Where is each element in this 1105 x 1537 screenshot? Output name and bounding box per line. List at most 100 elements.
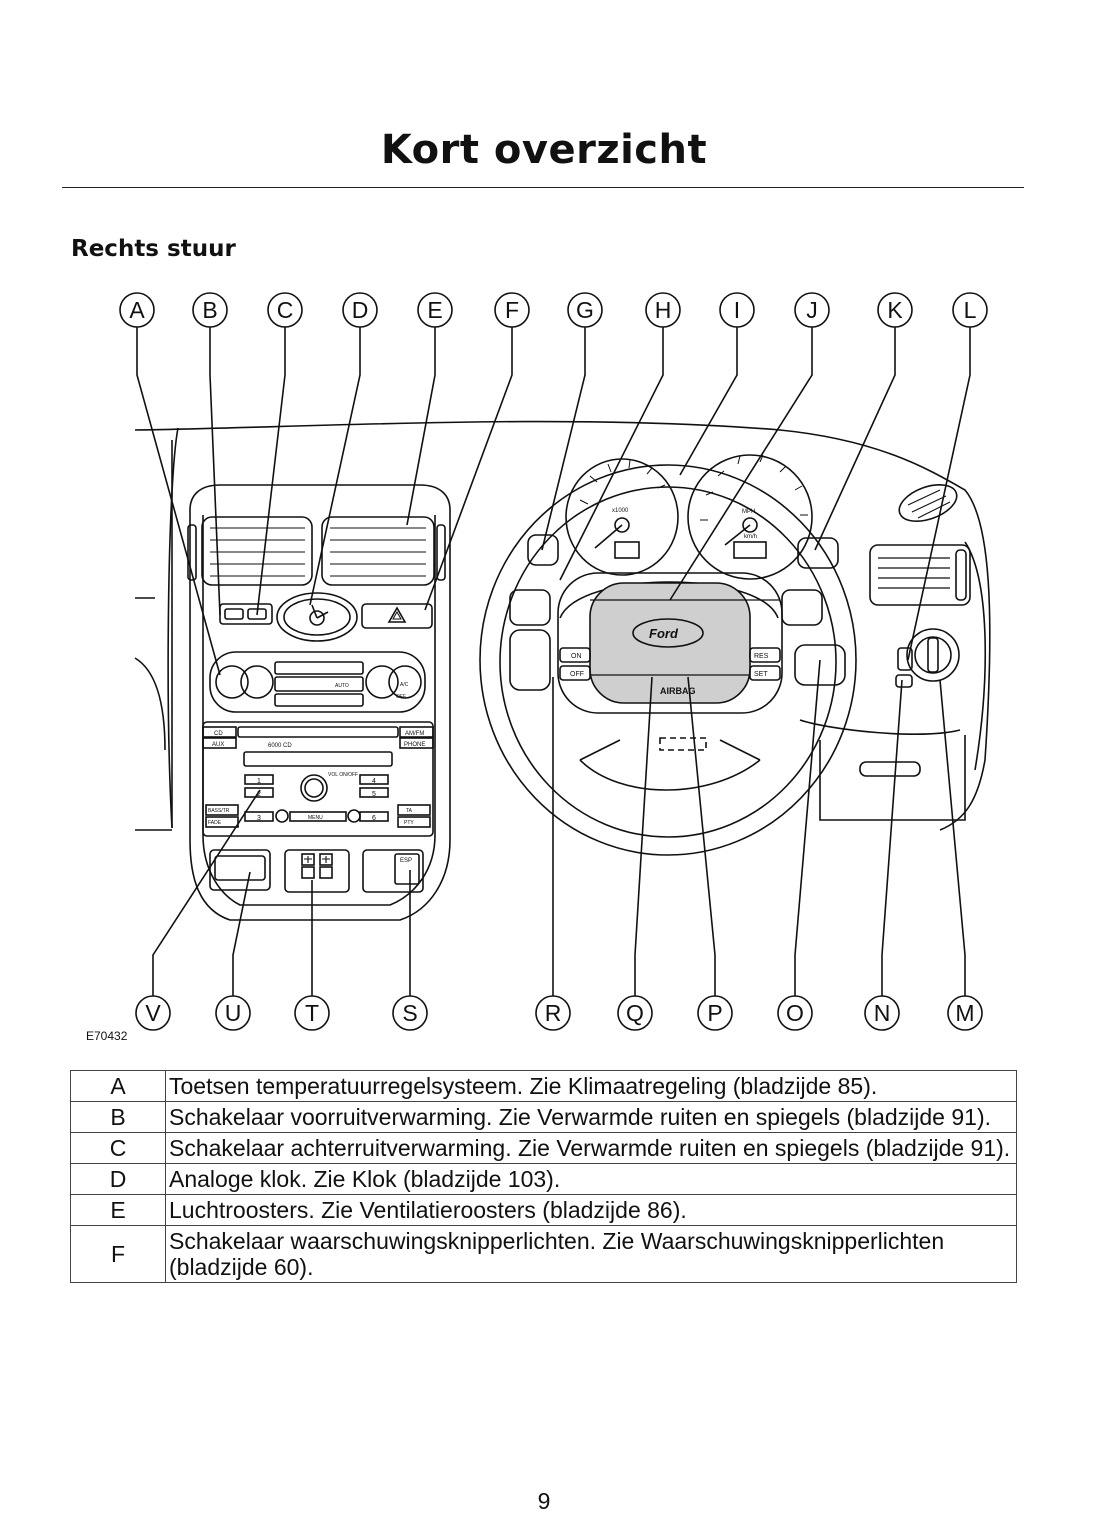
- callout-v: V: [145, 1000, 161, 1026]
- legend-row: C Schakelaar achterruitverwarming. Zie V…: [70, 1132, 1017, 1164]
- radio-aux-label: AUX: [212, 742, 224, 748]
- radio-pty-label: PTY: [404, 820, 414, 826]
- radio-unit[interactable]: CD AUX AM/FM PHONE 6000 CD VOL ON/OFF 1 …: [202, 721, 434, 837]
- leader-lines: [136, 327, 971, 1000]
- callout-a: A: [129, 297, 145, 323]
- page-title: Kort overzicht: [380, 127, 708, 173]
- callouts-bottom: V U T S R Q P O N M: [135, 995, 983, 1031]
- radio-model-label: 6000 CD: [268, 743, 292, 749]
- seat-heater-switches[interactable]: [284, 849, 350, 893]
- callout-m: M: [955, 1000, 974, 1026]
- preset-5[interactable]: 5: [372, 791, 376, 798]
- section-title: Rechts stuur: [71, 236, 236, 262]
- climate-off-label: OFF: [396, 694, 406, 700]
- callout-o: O: [786, 1000, 804, 1026]
- legend-key: F: [70, 1225, 166, 1283]
- cruise-off-label: OFF: [570, 671, 584, 678]
- legend-text: Schakelaar waarschuwingsknipperlichten. …: [165, 1225, 1017, 1283]
- callout-c: C: [277, 297, 294, 323]
- cruise-set-button[interactable]: [749, 665, 781, 681]
- preset-2[interactable]: 2: [257, 791, 261, 798]
- climate-auto-label: AUTO: [335, 683, 349, 689]
- legend-key: C: [70, 1132, 166, 1164]
- cruise-res-label: RES: [754, 653, 769, 660]
- legend-text: Analoge klok. Zie Klok (bladzijde 103).: [165, 1163, 1017, 1195]
- callout-d: D: [352, 297, 369, 323]
- esp-label: ESP: [400, 858, 412, 864]
- tachometer-unit: x1000: [612, 508, 629, 514]
- air-vents[interactable]: [187, 516, 446, 586]
- callouts-top: A B C D E F G H I J K L: [119, 292, 988, 328]
- headlamp-level-wheel[interactable]: [897, 647, 913, 671]
- callout-p: P: [707, 1000, 722, 1026]
- legend-key: E: [70, 1194, 166, 1226]
- preset-4[interactable]: 4: [372, 778, 376, 785]
- legend-row: D Analoge klok. Zie Klok (bladzijde 103)…: [70, 1163, 1017, 1195]
- dashboard-diagram: AUTO A/C OFF CD AUX AM/FM PHONE 6000 CD …: [60, 280, 1050, 1050]
- legend-row: B Schakelaar voorruitverwarming. Zie Ver…: [70, 1101, 1017, 1133]
- callout-r: R: [545, 1000, 562, 1026]
- callout-b: B: [202, 297, 217, 323]
- callout-j: J: [806, 297, 818, 323]
- legend-row: A Toetsen temperatuurregelsysteem. Zie K…: [70, 1070, 1017, 1102]
- callout-t: T: [305, 1000, 319, 1026]
- climate-ac-label: A/C: [400, 682, 409, 688]
- radio-ta-label: TA: [406, 808, 413, 814]
- callout-i: I: [734, 297, 740, 323]
- ford-logo: Ford: [649, 626, 679, 641]
- radio-bass-label: BASS/TR: [208, 808, 230, 814]
- callout-e: E: [427, 297, 442, 323]
- windscreen-heater-icon[interactable]: [224, 608, 244, 620]
- cruise-on-label: ON: [571, 653, 582, 660]
- callout-k: K: [887, 297, 903, 323]
- legend-row: E Luchtroosters. Zie Ventilatieroosters …: [70, 1194, 1017, 1226]
- figure-code: E70432: [86, 1029, 128, 1043]
- title-divider: [62, 187, 1024, 188]
- radio-fade-label: FADE: [208, 820, 222, 826]
- radio-cd-label: CD: [214, 731, 223, 737]
- preset-3[interactable]: 3: [257, 815, 261, 822]
- callout-l: L: [964, 297, 977, 323]
- airbag-label: AIRBAG: [660, 686, 696, 696]
- legend-text: Luchtroosters. Zie Ventilatieroosters (b…: [165, 1194, 1017, 1226]
- light-switch[interactable]: [895, 628, 960, 688]
- center-console: AUTO A/C OFF CD AUX AM/FM PHONE 6000 CD …: [187, 484, 451, 921]
- legend-row: F Schakelaar waarschuwingsknipperlichten…: [70, 1225, 1017, 1283]
- legend-text: Schakelaar achterruitverwarming. Zie Ver…: [165, 1132, 1017, 1164]
- cruise-on-button[interactable]: [559, 647, 591, 663]
- callout-u: U: [225, 1000, 242, 1026]
- callout-n: N: [874, 1000, 891, 1026]
- audio-remote-right[interactable]: [794, 644, 846, 686]
- callout-s: S: [402, 1000, 417, 1026]
- callout-q: Q: [626, 1000, 644, 1026]
- page-number: 9: [537, 1488, 551, 1514]
- legend-key: A: [70, 1070, 166, 1102]
- preset-1[interactable]: 1: [257, 778, 261, 785]
- legend-key: B: [70, 1101, 166, 1133]
- hazard-switch[interactable]: [361, 603, 433, 629]
- cruise-off-button[interactable]: [559, 665, 591, 681]
- cruise-set-label: SET: [754, 671, 768, 678]
- speedometer-mph: MPH: [742, 509, 755, 515]
- legend-key: D: [70, 1163, 166, 1195]
- radio-menu-label: MENU: [308, 815, 323, 821]
- radio-vol-label: VOL ON/OFF: [328, 772, 358, 778]
- legend-table: A Toetsen temperatuurregelsysteem. Zie K…: [70, 1070, 1017, 1283]
- analog-clock: [276, 592, 358, 642]
- speedometer-kmh: km/h: [744, 534, 757, 540]
- callout-h: H: [655, 297, 672, 323]
- callout-g: G: [576, 297, 594, 323]
- audio-remote-left[interactable]: [509, 629, 551, 691]
- climate-control-panel[interactable]: AUTO A/C OFF: [209, 651, 426, 713]
- legend-text: Schakelaar voorruitverwarming. Zie Verwa…: [165, 1101, 1017, 1133]
- steering-wheel[interactable]: Ford AIRBAG ON OFF RES SET: [479, 464, 857, 856]
- esp-switch[interactable]: [394, 853, 420, 885]
- radio-amfm-label: AM/FM: [405, 731, 424, 737]
- heated-screen-switches[interactable]: [219, 603, 273, 625]
- legend-text: Toetsen temperatuurregelsysteem. Zie Kli…: [165, 1070, 1017, 1102]
- dashboard-outline: [134, 420, 991, 831]
- preset-6[interactable]: 6: [372, 815, 376, 822]
- callout-f: F: [505, 297, 519, 323]
- cruise-res-button[interactable]: [749, 647, 781, 663]
- lower-left-switch[interactable]: [209, 849, 271, 891]
